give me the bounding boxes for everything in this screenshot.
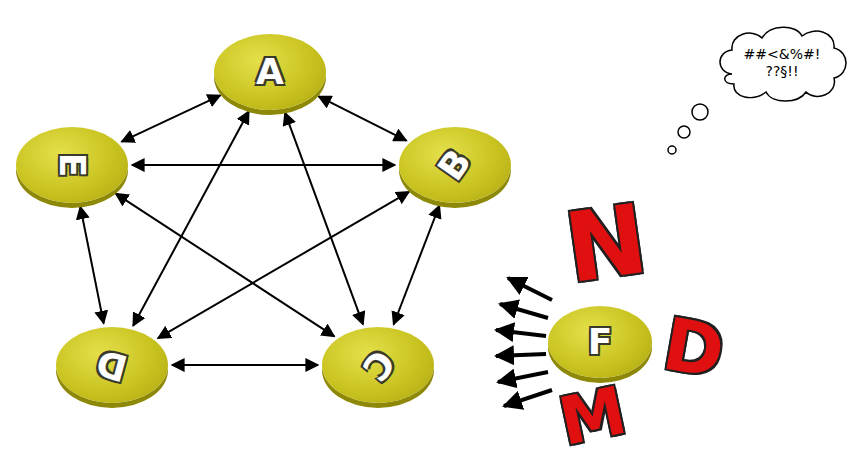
shout-letter: M [554,378,632,456]
node-ellipse: D [56,327,168,403]
cloud-text: ##<&%#! ??§!! [740,46,824,81]
double-arrow [122,95,221,141]
double-arrow [319,96,407,140]
node-ellipse: E [16,127,128,203]
node-letter: C [356,343,401,386]
double-arrow [116,194,335,337]
double-arrow [132,164,395,166]
double-arrow [133,111,249,326]
double-arrow [285,113,363,325]
node-letter: E [54,153,90,178]
thought-bubbles [668,104,708,154]
shout-letter: N [560,191,653,297]
node-letter: A [256,54,284,90]
node-letter: F [588,324,613,360]
double-arrow [394,205,440,324]
double-arrow [172,364,318,366]
node-letter: D [93,344,131,387]
double-arrow [158,192,409,338]
shout-arrows [496,278,552,406]
thought-cloud: ##<&%#! ??§!! [712,22,852,104]
shout-letter: D [658,307,729,388]
node-ellipse: C [322,327,434,403]
double-arrow [80,207,103,324]
node-ellipse: B [399,127,511,203]
node-ellipse: A [214,34,326,110]
node-letter: B [432,143,477,186]
node-ellipse: F [548,306,652,378]
